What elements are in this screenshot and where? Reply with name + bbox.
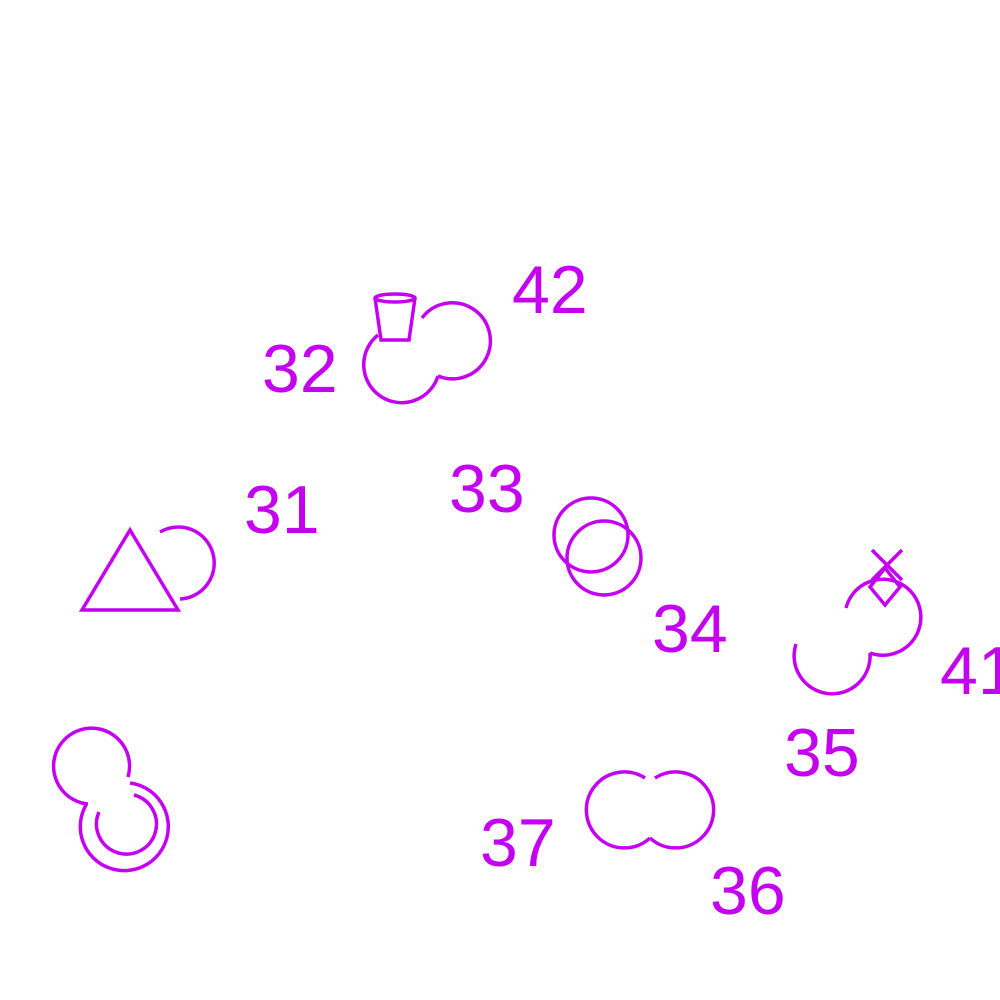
control-35[interactable]: 35 (784, 643, 872, 791)
cross-icon (870, 548, 904, 582)
control-42[interactable]: 42 (420, 252, 588, 381)
control-label: 32 (262, 331, 338, 407)
double-circle-icon (78, 781, 171, 873)
control-circle-icon (420, 301, 493, 381)
control-37[interactable]: 37 (480, 770, 652, 881)
triangle-icon (78, 526, 182, 612)
control-label: 35 (784, 715, 860, 791)
control-circle-icon (584, 770, 652, 850)
cup-icon (373, 292, 417, 342)
control-circle-icon (844, 577, 923, 657)
control-36[interactable]: 36 (648, 770, 786, 929)
control-33[interactable]: 33 (449, 451, 630, 574)
control-31[interactable]: 31 (78, 472, 320, 612)
control-circle-icon (648, 770, 716, 850)
control-label: 33 (449, 451, 525, 527)
control-32[interactable]: 32 (262, 292, 440, 407)
control-circle-icon (362, 333, 440, 405)
control-circle-icon (565, 519, 643, 597)
control-label: 36 (710, 853, 786, 929)
control-circle-icon (552, 496, 630, 574)
control-circle-icon (159, 525, 216, 601)
control-label: 41 (940, 633, 1000, 709)
control-label: 31 (244, 472, 320, 548)
control-label: 34 (652, 591, 728, 667)
control-label: 37 (480, 805, 556, 881)
control-circle-icon (51, 726, 132, 806)
control-41[interactable]: 41 (844, 548, 1000, 709)
control-circle-icon (792, 643, 872, 696)
diamond-icon (867, 565, 903, 608)
control-label: 42 (512, 252, 588, 328)
control-3[interactable]: 3 (0, 687, 132, 806)
control-34[interactable]: 34 (565, 519, 728, 667)
finish-control[interactable] (78, 781, 171, 873)
